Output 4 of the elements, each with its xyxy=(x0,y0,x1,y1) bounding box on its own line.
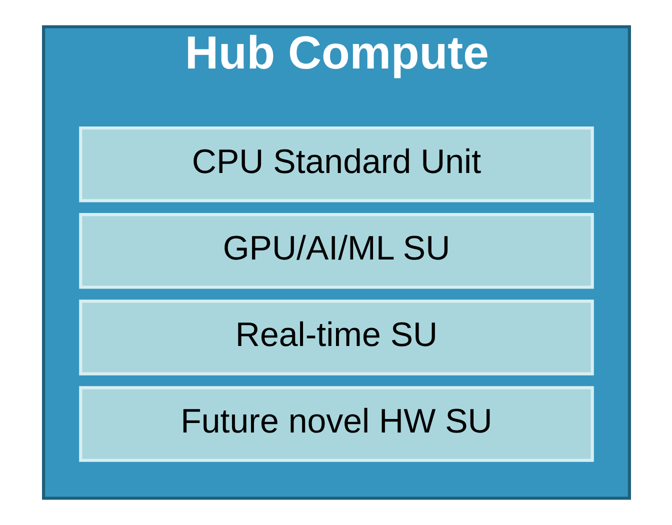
node-box: GPU/AI/ML SU xyxy=(78,213,594,289)
node-box: Future novel HW SU xyxy=(78,386,594,462)
node-box: Real-time SU xyxy=(78,300,594,376)
node-box: CPU Standard Unit xyxy=(78,126,594,202)
